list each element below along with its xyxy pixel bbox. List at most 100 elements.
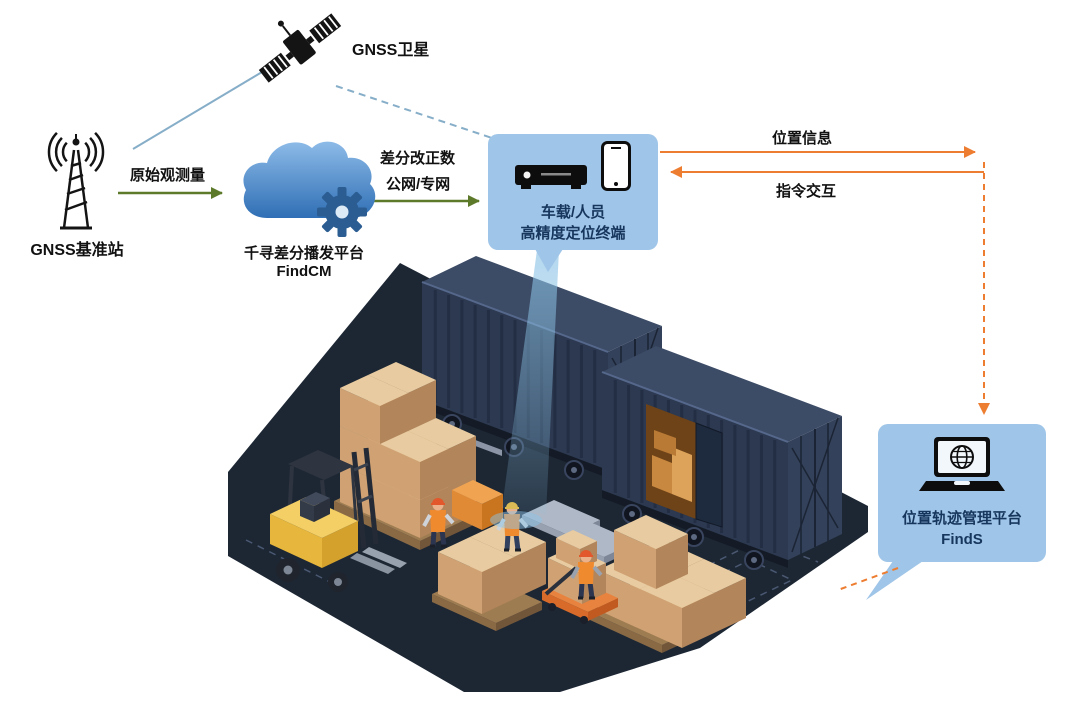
scene-shape xyxy=(408,380,436,431)
scene-shape xyxy=(444,513,455,525)
scene-shape xyxy=(380,431,448,462)
scene-shape xyxy=(300,492,330,506)
scene-shape xyxy=(452,480,503,504)
scene-shape xyxy=(300,500,314,522)
scene-shape xyxy=(578,562,594,584)
network-type-label: 公网/专网 xyxy=(386,176,451,193)
platform-product: FindS xyxy=(941,530,983,548)
terminal-label-line2: 高精度定位终端 xyxy=(520,224,626,242)
scene-shape xyxy=(368,362,436,393)
scene-shape xyxy=(672,447,692,502)
scene-shape xyxy=(422,514,432,527)
gnss-satellite-icon xyxy=(252,4,348,97)
platform-name: 位置轨迹管理平台 xyxy=(901,509,1022,527)
scene-shape xyxy=(438,552,482,614)
scene-shape xyxy=(598,570,640,629)
scene-shape xyxy=(588,598,618,621)
cloud-product-name: FindCM xyxy=(276,263,332,280)
scene-shape xyxy=(430,529,437,547)
scene-shape xyxy=(504,533,511,551)
scene-shape xyxy=(350,553,395,574)
scene-shape xyxy=(580,550,592,556)
scene-shape xyxy=(570,566,580,579)
scene-shape xyxy=(513,533,521,551)
scene-shape xyxy=(791,447,839,529)
scene-shape xyxy=(350,465,358,523)
raw-observation-label: 原始观测量 xyxy=(130,167,206,184)
scene-shape xyxy=(571,467,577,473)
scene-shape xyxy=(432,594,496,631)
scene-shape xyxy=(556,530,597,549)
scene-shape xyxy=(438,537,514,572)
scene-shape xyxy=(283,565,293,575)
scene-shape xyxy=(614,515,688,549)
beam-highlight xyxy=(490,511,542,529)
scene-shape xyxy=(614,530,656,589)
scene-shape xyxy=(362,547,407,568)
scene-shape xyxy=(695,422,723,528)
scene-shape xyxy=(548,603,556,611)
satellite-to-base-line xyxy=(132,71,263,150)
scene-shape xyxy=(340,375,408,406)
scene-shape xyxy=(629,511,635,517)
command-interaction-label: 指令交互 xyxy=(776,183,837,200)
scene-shape xyxy=(602,346,842,442)
scene-shape xyxy=(452,490,482,530)
platform-bubble-tail xyxy=(866,561,923,600)
scene-shape xyxy=(420,449,448,500)
scene-shape xyxy=(245,539,331,583)
gnss-base-station-icon xyxy=(30,130,122,237)
scene-shape xyxy=(448,436,476,487)
scene-shape xyxy=(578,581,585,599)
scene-shape xyxy=(714,578,746,633)
correction-data-label: 差分改正数 xyxy=(380,150,456,167)
terminal-bubble: 车载/人员 高精度定位终端 xyxy=(488,134,658,250)
scene-shape xyxy=(470,438,502,456)
scene-shape xyxy=(654,430,676,456)
positioning-beam xyxy=(502,250,559,514)
scene-shape xyxy=(791,417,839,553)
scene-shape xyxy=(587,581,595,599)
position-info-label: 位置信息 xyxy=(772,130,833,147)
scene-shape xyxy=(544,566,578,596)
scene-shape xyxy=(682,593,714,648)
scene-shape xyxy=(439,529,447,547)
scene-shape xyxy=(751,557,757,563)
scene-shape xyxy=(496,602,542,631)
scene-shape xyxy=(288,450,354,480)
scene-shape xyxy=(380,393,408,444)
scene-shape xyxy=(340,388,380,444)
scene-shape xyxy=(640,589,682,648)
terminal-bubble-tail xyxy=(535,249,563,272)
satellite-label: GNSS卫星 xyxy=(352,42,430,59)
platform-bubble: 位置轨迹管理平台 FindS xyxy=(878,424,1046,562)
scene-shape xyxy=(590,612,662,653)
scene-shape xyxy=(652,455,672,494)
scene-shape xyxy=(408,418,476,449)
cloud-platform-name: 千寻差分播发平台 xyxy=(243,245,364,262)
smartphone-icon xyxy=(601,140,631,196)
scene-shape xyxy=(580,616,588,624)
cloud-icon xyxy=(234,128,380,245)
receiver-terminal-icon xyxy=(515,159,587,196)
scene-shape xyxy=(482,557,514,614)
scene-shape xyxy=(592,565,603,577)
scene-shape xyxy=(514,542,546,599)
scene-shape xyxy=(542,591,588,621)
scene-shape xyxy=(672,559,746,593)
scene-shape xyxy=(357,494,373,504)
terminal-icons xyxy=(515,140,631,196)
scene-shape xyxy=(556,538,580,569)
scene-shape xyxy=(270,514,322,568)
scene-shape xyxy=(548,558,582,604)
scene-shape xyxy=(430,510,446,532)
scene-shape xyxy=(432,498,444,504)
base-station-label: GNSS基准站 xyxy=(30,242,124,259)
terminal-label-line1: 车载/人员 xyxy=(540,203,606,221)
scene-shape xyxy=(353,462,369,472)
satellite-to-terminal-line xyxy=(335,85,499,141)
scene-shape xyxy=(380,444,420,500)
scene-shape xyxy=(380,482,420,538)
